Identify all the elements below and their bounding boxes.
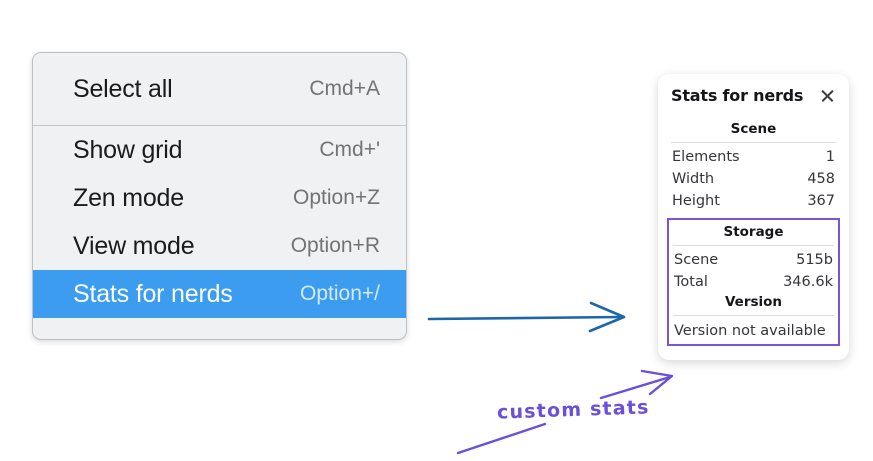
menu-bottom-padding: [33, 318, 406, 339]
menu-item-shortcut: Option+/: [300, 282, 380, 305]
section-divider: [671, 142, 836, 143]
custom-stats-highlight-box: Storage Scene 515b Total 346.6k Version …: [667, 218, 840, 346]
stat-value: 367: [807, 193, 835, 209]
menu-item-stats-for-nerds[interactable]: Stats for nerds Option+/: [33, 270, 406, 318]
section-divider: [673, 245, 834, 246]
menu-item-zen-mode[interactable]: Zen mode Option+Z: [33, 174, 406, 222]
menu-item-show-grid[interactable]: Show grid Cmd+': [33, 126, 406, 174]
close-icon[interactable]: [819, 87, 836, 104]
menu-item-shortcut: Cmd+': [319, 138, 380, 161]
stat-key: Elements: [672, 149, 740, 165]
stats-section-storage: Storage Scene 515b Total 346.6k: [673, 223, 834, 293]
stats-section-version: Version Version not available: [673, 293, 834, 340]
context-menu[interactable]: Select all Cmd+A Show grid Cmd+' Zen mod…: [32, 52, 407, 340]
menu-top-padding: [33, 53, 406, 65]
section-heading: Storage: [723, 224, 784, 240]
purple-arrow-icon: [599, 369, 674, 400]
menu-item-label: Stats for nerds: [73, 279, 233, 308]
version-value: Version not available: [674, 323, 826, 339]
stat-value: 515b: [796, 252, 833, 268]
stat-row: Scene 515b: [673, 249, 834, 271]
menu-item-select-all[interactable]: Select all Cmd+A: [33, 65, 406, 113]
stat-value: 458: [807, 171, 835, 187]
stat-value: 1: [825, 149, 835, 165]
stats-panel-titlebar: Stats for nerds: [671, 86, 836, 105]
menu-item-shortcut: Option+R: [290, 234, 380, 257]
stats-section-scene: Scene Elements 1 Width 458 Height 367: [671, 119, 836, 212]
menu-item-label: Zen mode: [73, 183, 184, 212]
stats-for-nerds-panel: Stats for nerds Scene Elements 1 Width 4…: [658, 74, 849, 360]
section-heading: Version: [724, 294, 783, 310]
menu-item-shortcut: Option+Z: [293, 186, 380, 209]
stat-value: 346.6k: [783, 274, 833, 290]
section-divider: [673, 315, 834, 316]
menu-item-shortcut: Cmd+A: [309, 77, 380, 100]
purple-underline-icon: [456, 422, 547, 455]
stat-row: Width 458: [671, 168, 836, 190]
menu-item-view-mode[interactable]: View mode Option+R: [33, 222, 406, 270]
blue-arrow-icon: [427, 301, 626, 333]
stats-panel-title: Stats for nerds: [671, 86, 804, 105]
stat-key: Total: [674, 274, 708, 290]
menu-item-label: Select all: [73, 74, 173, 103]
menu-separator: [33, 125, 406, 126]
stat-key: Width: [672, 171, 715, 187]
menu-item-label: View mode: [73, 231, 195, 260]
stat-row: Elements 1: [671, 146, 836, 168]
stat-row: Total 346.6k: [673, 271, 834, 293]
section-heading: Scene: [730, 121, 777, 137]
menu-item-label: Show grid: [73, 135, 183, 164]
stat-row: Height 367: [671, 190, 836, 212]
stat-key: Height: [672, 193, 720, 209]
stat-key: Scene: [674, 252, 719, 268]
